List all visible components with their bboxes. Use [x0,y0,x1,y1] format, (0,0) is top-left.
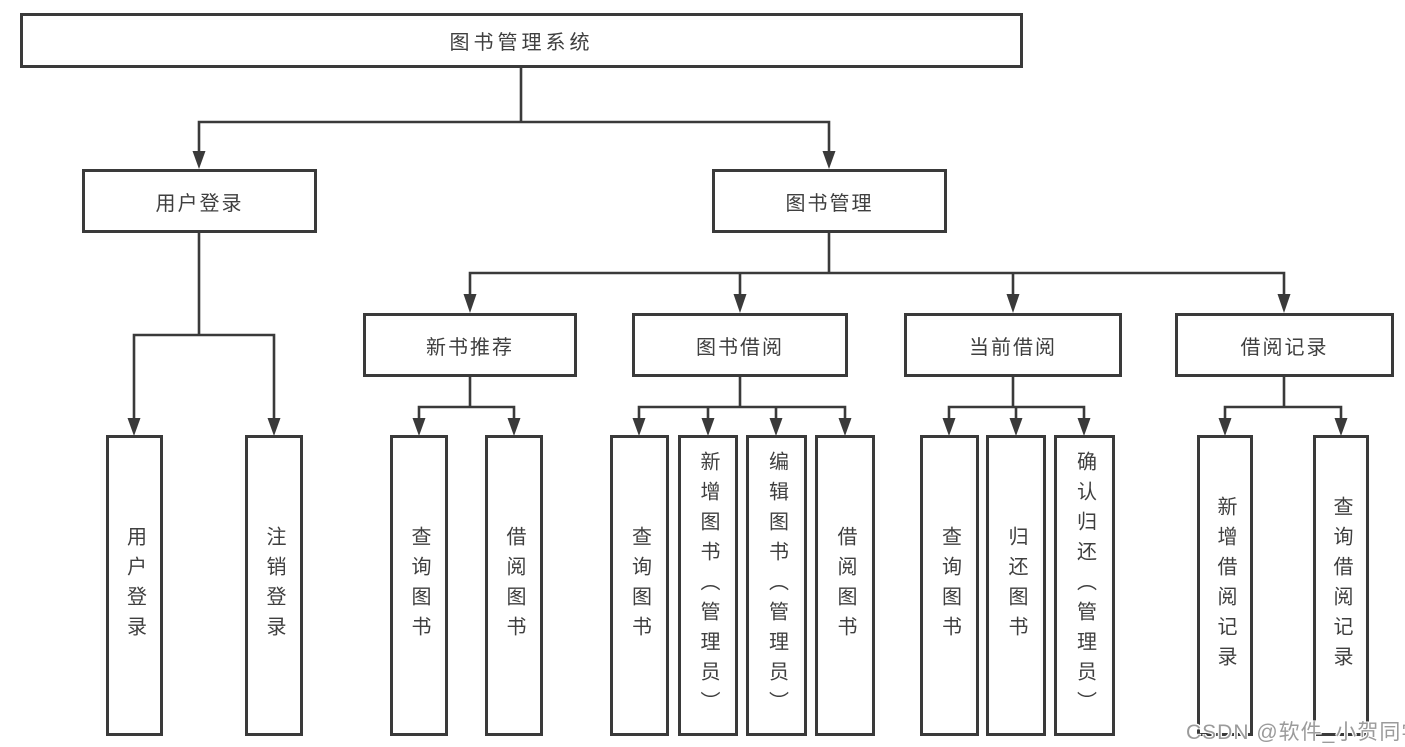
leaf-add-book-admin: 新增图书（管理员） [678,435,738,736]
leaf-query-book-1: 查询图书 [390,435,448,736]
leaf-add-borrow-record: 新增借阅记录 [1197,435,1253,736]
leaf-logout-login: 注销登录 [245,435,303,736]
node-borrow-records: 借阅记录 [1175,313,1394,377]
leaf-edit-book-admin: 编辑图书（管理员） [746,435,807,736]
leaf-borrow-book-2: 借阅图书 [815,435,875,736]
node-library-management-system: 图书管理系统 [20,13,1023,68]
leaf-query-borrow-record: 查询借阅记录 [1313,435,1369,736]
node-current-borrow: 当前借阅 [904,313,1122,377]
leaf-user-login: 用户登录 [106,435,163,736]
watermark: CSDN @软件_小贺同学 [1186,721,1405,744]
leaf-confirm-return-admin: 确认归还（管理员） [1054,435,1115,736]
node-user-login: 用户登录 [82,169,317,233]
leaf-return-book: 归还图书 [986,435,1046,736]
leaf-borrow-book-1: 借阅图书 [485,435,543,736]
node-new-book-recommend: 新书推荐 [363,313,577,377]
node-book-borrow: 图书借阅 [632,313,848,377]
leaf-query-book-2: 查询图书 [610,435,669,736]
leaf-query-book-3: 查询图书 [920,435,979,736]
node-book-management: 图书管理 [712,169,947,233]
